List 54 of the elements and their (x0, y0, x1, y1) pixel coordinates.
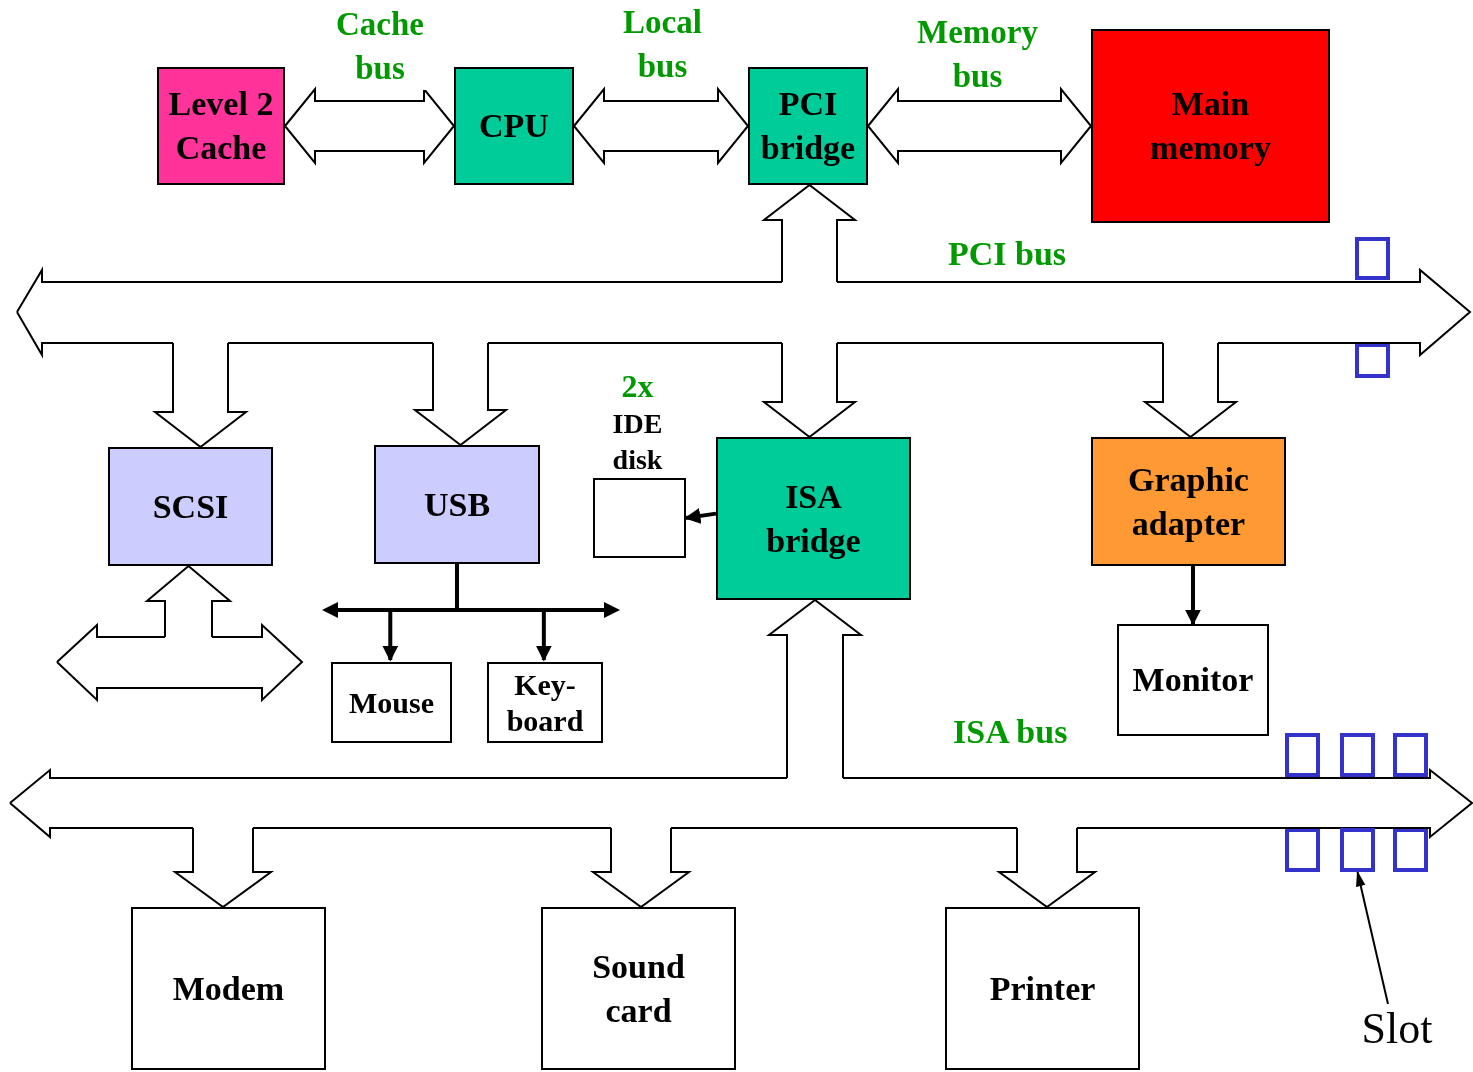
callout-label: Slot (1352, 1004, 1442, 1054)
block-arrow (152, 342, 249, 449)
component-box (454, 67, 574, 185)
device-box (487, 662, 603, 743)
box-label: USB (423, 484, 491, 525)
component-box (1091, 29, 1330, 223)
box-label: ISA bridge (765, 476, 862, 561)
bus-bar (57, 625, 302, 700)
arrow (1185, 566, 1201, 626)
component-box (748, 67, 868, 185)
component-box (374, 445, 540, 564)
block-arrow (761, 342, 858, 439)
bus-label: ISA bus (953, 712, 1068, 752)
box-label: Graphic adapter (1127, 459, 1250, 544)
slot-box (1340, 828, 1375, 872)
component-box (716, 437, 911, 600)
box-label: Printer (989, 968, 1096, 1009)
block-arrow (866, 86, 1093, 166)
bus-label: PCI bus (948, 234, 1067, 274)
box-label: CPU (479, 106, 549, 146)
component-box (1091, 437, 1286, 566)
block-arrow (766, 598, 864, 779)
arrow (684, 508, 717, 524)
leader-line (1356, 870, 1389, 1005)
block-arrow (761, 183, 858, 283)
component-box (157, 67, 285, 185)
device-box (1117, 624, 1269, 736)
box-label: Monitor (1132, 660, 1254, 700)
box-label: IDE disk (611, 407, 664, 477)
box-label: Main memory (1149, 84, 1272, 168)
box-label: PCI bridge (759, 84, 857, 168)
block-arrow (995, 827, 1099, 909)
bus-line (322, 562, 620, 618)
count-label: 2x (620, 367, 655, 406)
box-label: Level 2 Cache (167, 84, 275, 168)
arrow (535, 610, 552, 662)
block-arrow (144, 564, 233, 638)
box-label: Key- board (505, 666, 585, 739)
block-arrow (589, 827, 693, 909)
component-box (108, 447, 273, 566)
box-label: Mouse (349, 684, 434, 721)
device-box (131, 907, 326, 1070)
block-arrow (412, 342, 509, 447)
block-arrow (572, 86, 750, 166)
block-arrow (171, 827, 275, 909)
device-box (945, 907, 1140, 1070)
block-arrow (1142, 342, 1239, 439)
arrow (382, 610, 399, 662)
box-label: SCSI (152, 486, 229, 527)
device-box (331, 662, 452, 743)
block-arrow (283, 86, 456, 166)
box-label: Sound card (591, 946, 686, 1031)
device-box (541, 907, 736, 1070)
box-label: Modem (172, 968, 285, 1009)
